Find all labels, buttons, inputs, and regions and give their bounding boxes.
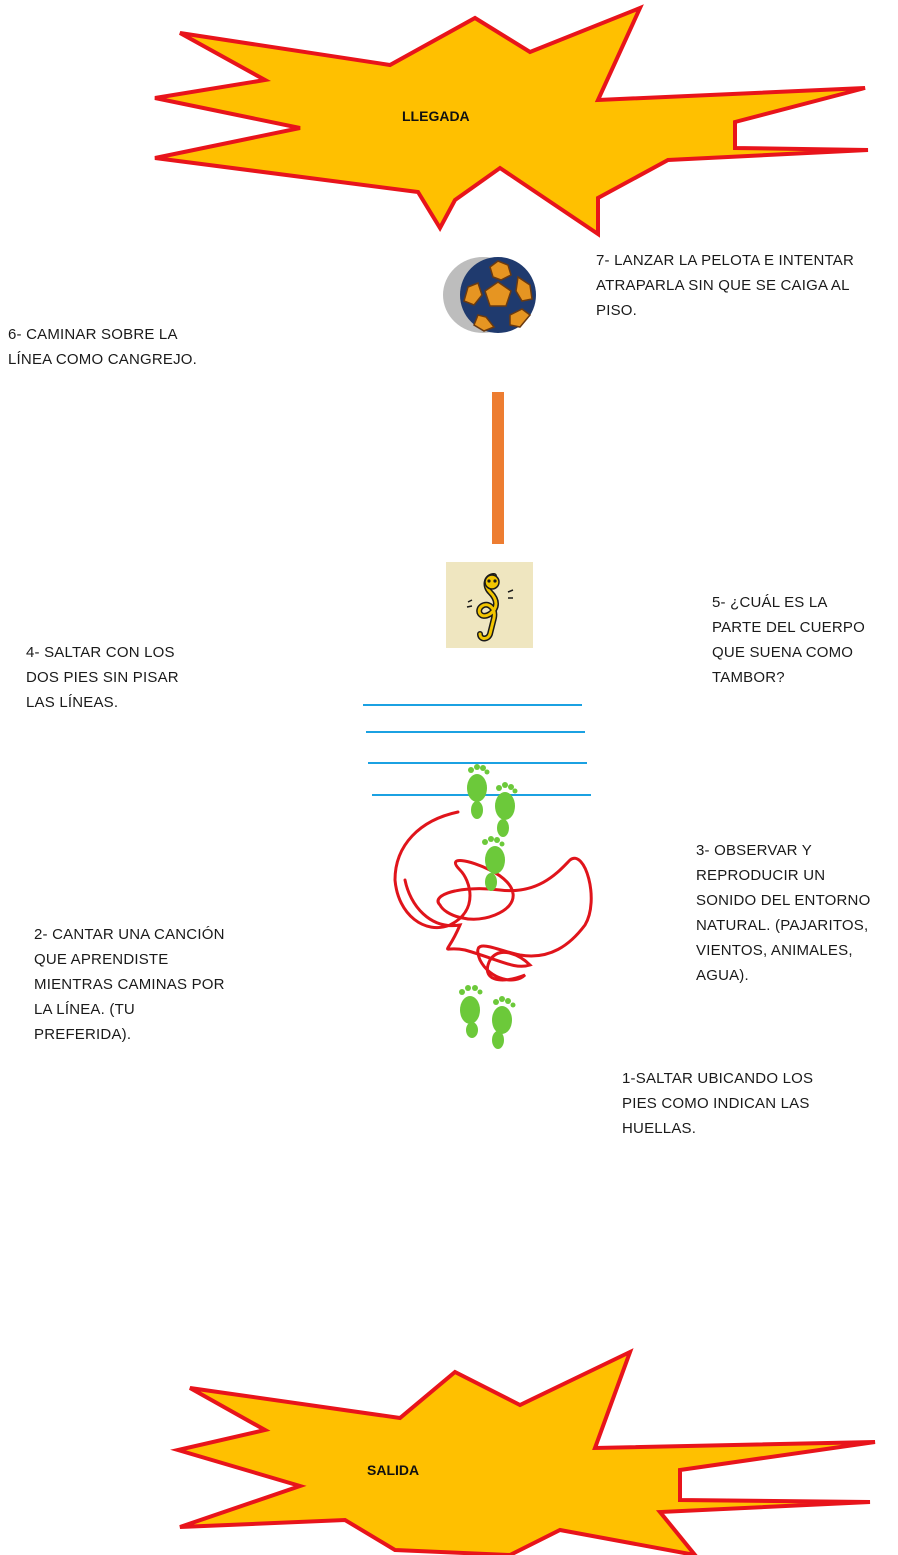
step-3-text: 3- OBSERVAR Y REPRODUCIR UN SONIDO DEL E… xyxy=(696,838,870,988)
footprints-icon-lower xyxy=(450,980,530,1060)
finish-label: LLEGADA xyxy=(402,108,470,124)
soccer-ball-icon xyxy=(438,255,548,335)
footprints-icon xyxy=(455,758,535,893)
step-7-text: 7- LANZAR LA PELOTA E INTENTAR ATRAPARLA… xyxy=(596,248,854,323)
start-star xyxy=(178,1352,875,1555)
step-6-text: 6- CAMINAR SOBRE LA LÍNEA COMO CANGREJO. xyxy=(8,322,197,372)
finish-star xyxy=(155,8,868,234)
step-2-text: 2- CANTAR UNA CANCIÓN QUE APRENDISTE MIE… xyxy=(34,922,225,1047)
start-label: SALIDA xyxy=(367,1462,419,1478)
step-1-text: 1-SALTAR UBICANDO LOS PIES COMO INDICAN … xyxy=(622,1066,813,1141)
music-note-icon xyxy=(446,562,533,648)
orange-line xyxy=(492,392,504,544)
step-4-text: 4- SALTAR CON LOS DOS PIES SIN PISAR LAS… xyxy=(26,640,179,715)
step-5-text: 5- ¿CUÁL ES LA PARTE DEL CUERPO QUE SUEN… xyxy=(712,590,865,690)
